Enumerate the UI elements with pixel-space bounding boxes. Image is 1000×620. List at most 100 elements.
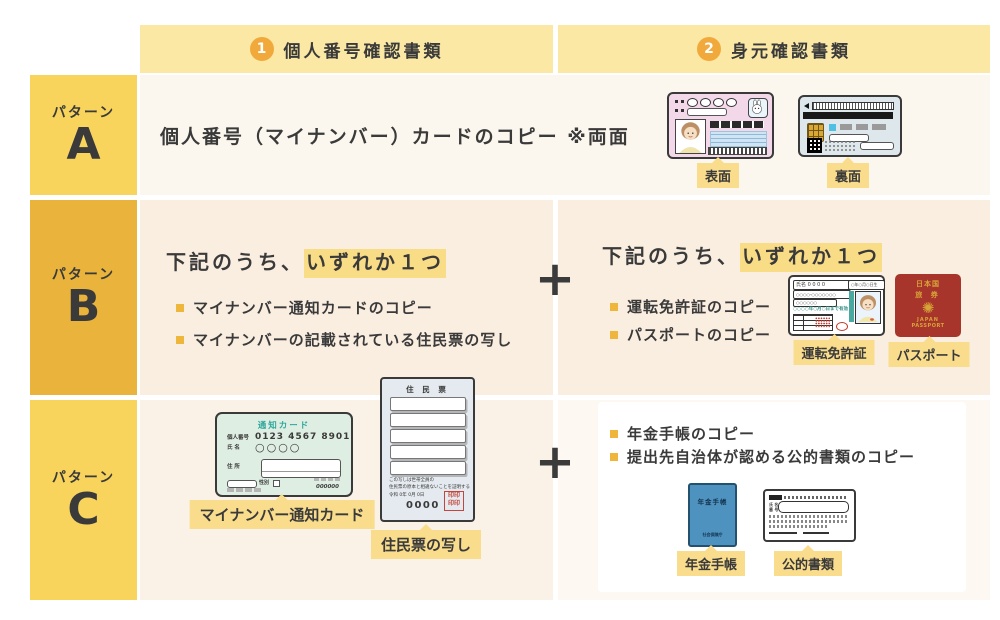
mynumber-card-front-illustration [667, 92, 774, 159]
pattern-label: パターン [51, 469, 116, 486]
card-detail [314, 478, 340, 481]
card-detail [856, 124, 868, 130]
document-line [390, 429, 466, 443]
list-item: 運転免許証のコピー [610, 296, 771, 317]
card-detail [829, 124, 836, 131]
card-detail [708, 147, 767, 155]
bullet-square-icon [610, 452, 618, 461]
magnetic-stripe [803, 112, 893, 119]
pattern-letter-b: B [66, 281, 101, 333]
passport-illustration: 日本国 旅 券 ✺ JAPAN PASSPORT [895, 274, 961, 337]
card-detail [261, 459, 341, 478]
juminhyo-date: 令和 0年 0月 0日 [389, 493, 425, 498]
row-a-text: 個人番号（マイナンバー）カードのコピー ※両面 [160, 126, 630, 148]
passport-tag: パスポート [888, 336, 970, 367]
bullet-text: 運転免許証のコピー [627, 298, 772, 316]
juminhyo-note-2: 住民票の原本と相違ないことを証明する [389, 485, 470, 490]
list-item: 年金手帳のコピー [610, 423, 755, 444]
list-item: マイナンバー通知カードのコピー [176, 297, 433, 318]
chrysanthemum-emblem-icon: ✺ [921, 299, 935, 317]
pattern-label: パターン [51, 104, 116, 121]
card-detail [273, 480, 280, 487]
bullet-square-icon [610, 302, 618, 311]
header-identity-docs: 2 身元確認書類 [558, 25, 990, 73]
card-detail [860, 142, 894, 150]
bullet-text: 提出先自治体が認める公的書類のコピー [627, 448, 916, 466]
title-prefix: 下記のうち、 [166, 250, 304, 274]
card-detail [872, 124, 886, 130]
document-line [769, 532, 797, 534]
row-b-right-title: 下記のうち、いずれか１つ [602, 240, 882, 272]
document-line [390, 461, 466, 475]
resident-record-illustration: 住 民 票 この写しは世帯全員の 住民票の原本と相違ないことを証明する 令和 0… [380, 377, 475, 522]
title-highlight: いずれか１つ [304, 249, 446, 278]
plus-sign-b: + [534, 251, 576, 307]
license-birth-row: ○年○月○日生 [848, 280, 885, 290]
notice-name-label: 氏 名 [227, 445, 240, 451]
title-highlight: いずれか１つ [740, 243, 882, 272]
passport-word: 旅 券 [915, 291, 941, 299]
pension-book-illustration: 年金手帳 社会保険庁 [688, 483, 737, 547]
plus-sign-c: + [534, 434, 576, 490]
passport-country: 日本国 [916, 280, 940, 288]
bullet-square-icon [176, 303, 184, 312]
card-detail [710, 131, 767, 147]
rabbit-mascot-icon [748, 98, 768, 118]
document-line [784, 496, 847, 499]
pattern-b-cell: パターン B [30, 200, 137, 395]
license-valid-row: ○○○○年○月○日まで有効 [793, 307, 849, 312]
pension-footer: 社会保険庁 [702, 532, 723, 537]
card-detail [227, 488, 261, 492]
document-line [390, 413, 466, 427]
list-item: パスポートのコピー [610, 324, 771, 345]
juminhyo-title: 住 民 票 [406, 385, 449, 394]
qr-code-icon [807, 138, 822, 153]
notice-address-label: 住 所 [227, 464, 240, 470]
portrait-photo [855, 291, 881, 324]
public-document-tag: 公的書類 [773, 545, 843, 576]
circled-number-2-icon: 2 [697, 37, 721, 61]
dot-grid [824, 140, 856, 151]
pattern-letter-a: A [66, 118, 101, 170]
stamp-text: 印印 [447, 492, 460, 499]
notice-name-value: ○○○○ [255, 441, 302, 454]
ic-chip-icon [807, 123, 824, 142]
public-doc-name-label: 氏 名 [769, 502, 779, 507]
card-detail [778, 501, 849, 513]
back-side-tag: 裏面 [826, 157, 870, 188]
license-issue-row: ○○○○○○ [793, 299, 837, 307]
list-item: 提出先自治体が認める公的書類のコピー [610, 446, 915, 467]
notice-serial: 000000 [316, 484, 339, 490]
juminhyo-note-1: この写しは世帯全員の [389, 478, 434, 483]
red-seal-stamp: 印印 印印 [444, 491, 464, 511]
license-name-row: 氏名 0 0 0 0 [793, 280, 851, 290]
document-line [390, 397, 466, 411]
card-detail [840, 124, 852, 130]
bullet-text: 年金手帳のコピー [627, 425, 756, 443]
header-title-1: 個人番号確認書類 [283, 41, 444, 62]
document-line [390, 445, 466, 459]
card-detail [812, 102, 894, 110]
notification-card-illustration: 通知カード 個人番号 0123 4567 8901 氏 名 ○○○○ 住 所 性… [215, 412, 353, 497]
license-address-row: ○○○○-○○○○○○○ [793, 290, 851, 299]
license-tag: 運転免許証 [793, 334, 875, 365]
passport-en1: JAPAN [917, 316, 939, 323]
pension-title: 年金手帳 [697, 498, 728, 506]
notice-gender-label: 性別 [259, 480, 270, 486]
title-prefix: 下記のうち、 [602, 244, 740, 268]
front-side-tag: 表面 [696, 157, 740, 188]
header-title-2: 身元確認書類 [731, 41, 851, 62]
row-b-left-title: 下記のうち、いずれか１つ [166, 246, 446, 278]
red-seal-stamp [836, 322, 848, 331]
bullet-square-icon [610, 330, 618, 339]
resident-record-tag: 住民票の写し [370, 524, 482, 559]
circled-number-1-icon: 1 [249, 37, 274, 61]
card-detail [227, 480, 257, 488]
notice-card-title: 通知カード [257, 421, 311, 431]
bullet-text: マイナンバーの記載されている住民票の写し [193, 331, 513, 349]
license-side-band [849, 291, 854, 322]
list-item: マイナンバーの記載されている住民票の写し [176, 329, 512, 350]
pattern-letter-c: C [67, 483, 100, 535]
header-personal-number-docs: 1 個人番号確認書類 [140, 25, 553, 73]
drivers-license-illustration: 氏名 0 0 0 0 ○年○月○日生 ○○○○-○○○○○○○ ○○○○○○ ○… [788, 275, 885, 336]
